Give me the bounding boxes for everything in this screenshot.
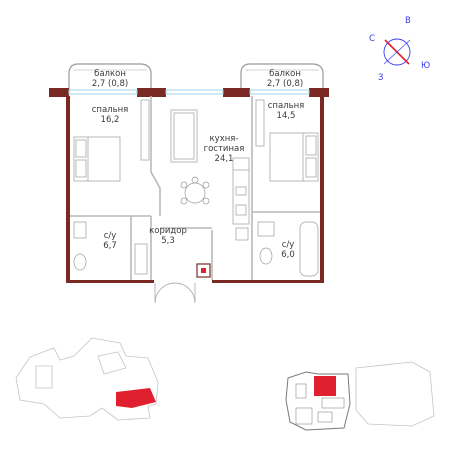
svg-text:балкон: балкон [94,69,126,79]
site-plan-map [15,337,159,421]
exterior-walls [49,88,329,283]
svg-text:кухня-: кухня- [210,134,239,144]
dining-table [180,176,210,205]
bathroom-left-fixtures [73,221,148,275]
sofa [170,109,198,163]
svg-text:2,7 (0,8): 2,7 (0,8) [92,79,128,89]
site-plan-highlight [116,388,156,408]
svg-text:6,7: 6,7 [103,241,117,251]
interior-walls [70,96,320,280]
floor-key-plan [285,361,435,431]
bed-left [73,136,121,182]
utility-shaft [196,263,211,278]
utility-shaft-marker [201,268,206,273]
svg-text:14,5: 14,5 [277,111,296,121]
svg-text:2,7 (0,8): 2,7 (0,8) [267,79,303,89]
svg-text:спальня: спальня [92,105,129,115]
compass: С В Ю З [369,16,430,83]
svg-text:с/у: с/у [282,240,295,250]
compass-ring [383,38,411,66]
room-label-bedroom-left: спальня 16,2 [92,105,129,125]
compass-west: З [378,73,383,83]
compass-east: В [405,16,411,26]
svg-text:24,1: 24,1 [215,154,234,164]
kitchen-counter [232,157,250,241]
svg-text:5,3: 5,3 [161,236,175,246]
key-plan-highlight [314,376,336,396]
svg-text:коридор: коридор [149,226,187,236]
svg-text:6,0: 6,0 [281,250,295,260]
windows [68,89,310,95]
compass-south: Ю [421,61,430,71]
wardrobe-right [255,99,265,147]
balcony-left [68,63,152,90]
wardrobe-left [140,99,150,161]
bed-right [269,132,319,182]
room-label-corridor: коридор 5,3 [149,226,187,246]
room-label-bathroom-left: с/у 6,7 [103,231,117,251]
room-label-kitchen-living: кухня- гостиная 24,1 [204,134,245,164]
entrance-door [154,282,196,304]
svg-text:16,2: 16,2 [101,115,120,125]
room-label-balcony-right: балкон 2,7 (0,8) [267,69,303,89]
compass-north: С [369,34,375,44]
svg-text:с/у: с/у [104,231,117,241]
room-label-bathroom-right: с/у 6,0 [281,240,295,260]
svg-text:спальня: спальня [268,101,305,111]
balcony-right [240,63,324,90]
bathroom-right-fixtures [257,221,319,277]
svg-text:гостиная: гостиная [204,144,245,154]
compass-axis [383,39,411,65]
svg-text:балкон: балкон [269,69,301,79]
room-label-bedroom-right: спальня 14,5 [268,101,305,121]
room-label-balcony-left: балкон 2,7 (0,8) [92,69,128,89]
